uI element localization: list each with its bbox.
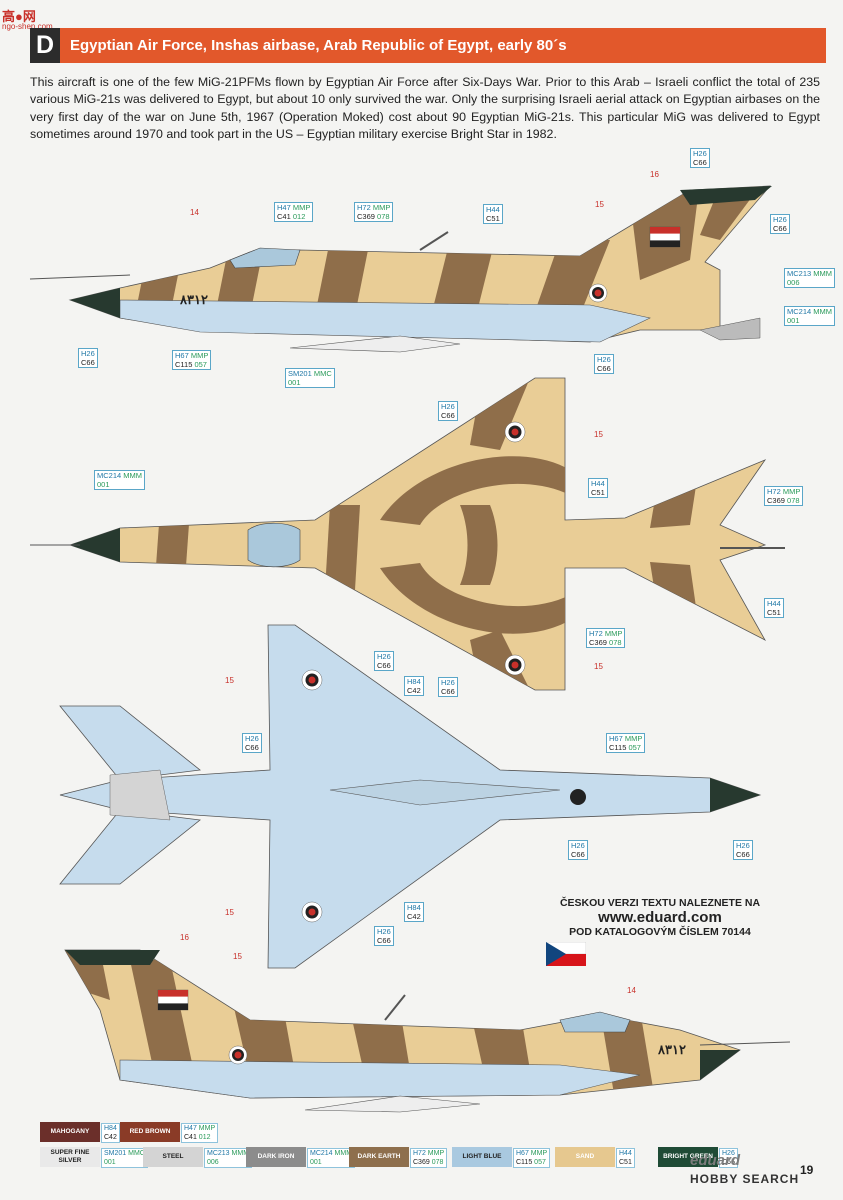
paint-ref-r20: H84 C42 (404, 676, 424, 696)
paint-ref-r7: MC214 MMM 001 (784, 306, 836, 326)
callout-14-top: 14 (190, 208, 199, 217)
legend-ref: SM201 MMC 001 (101, 1148, 148, 1168)
paint-ref-r16: H44 C51 (764, 598, 784, 618)
callout-15-top: 15 (595, 200, 604, 209)
legend-ref: MC213 MMM 006 (204, 1148, 253, 1168)
czech-url[interactable]: www.eduard.com (598, 909, 722, 926)
scheme-header: D Egyptian Air Force, Inshas airbase, Ar… (30, 28, 826, 63)
callout-16-bottom: 16 (180, 933, 189, 942)
legend-swatch: LIGHT BLUE (452, 1147, 512, 1167)
eduard-logo: eduard (690, 1152, 741, 1169)
scheme-title: Egyptian Air Force, Inshas airbase, Arab… (70, 37, 567, 54)
intro-text: This aircraft is one of the few MiG-21PF… (30, 75, 820, 141)
paint-ref-r8: H26 C66 (78, 348, 98, 368)
paint-ref-r23: H26 C66 (568, 840, 588, 860)
paint-ref-r5: H26 C66 (770, 214, 790, 234)
paint-ref-r18: H26 C66 (438, 677, 458, 697)
czech-line-1: ČESKOU VERZI TEXTU NALEZNETE NA (559, 897, 761, 909)
legend-swatch: DARK IRON (246, 1147, 306, 1167)
scheme-letter: D (30, 28, 60, 63)
callout-14-bottom: 14 (627, 986, 636, 995)
legend-swatch: DARK EARTH (349, 1147, 409, 1167)
legend-ref: MC214 MMM 001 (307, 1148, 356, 1168)
legend-swatch: BRIGHT GREEN (658, 1147, 718, 1167)
paint-ref-r12: H26 C66 (438, 401, 458, 421)
czech-note: ČESKOU VERZI TEXTU NALEZNETE NA www.edua… (540, 897, 780, 938)
page-number: 19 (800, 1163, 814, 1177)
side-view-port (29, 185, 772, 353)
paint-ref-r1: H26 C66 (690, 148, 710, 168)
czech-flag-icon (546, 942, 586, 966)
site-url: ngo-shen.com (2, 22, 53, 31)
legend-ref: H44 C51 (616, 1148, 635, 1168)
legend-swatch: STEEL (143, 1147, 203, 1167)
side-view-starboard (64, 949, 791, 1113)
site-logo[interactable]: 高●网 (2, 9, 36, 24)
paint-ref-r25: H84 C42 (404, 902, 424, 922)
top-view (30, 377, 785, 691)
paint-ref-r4: H44 C51 (483, 204, 503, 224)
callout-15-bottom-b: 15 (225, 908, 234, 917)
callout-16-top: 16 (650, 170, 659, 179)
legend-ref: H26 C66 (719, 1148, 738, 1168)
watermark: HOBBY SEARCH (690, 1172, 800, 1186)
legend-swatch: SUPER FINE SILVER (40, 1147, 100, 1167)
callout-15-bottom-a: 15 (225, 676, 234, 685)
legend-swatch: MAHOGANY (40, 1122, 100, 1142)
paint-ref-r11: H26 C66 (594, 354, 614, 374)
paint-ref-r6: MC213 MMM 006 (784, 268, 836, 288)
paint-ref-r13: H44 C51 (588, 478, 608, 498)
callout-15-topview-a: 15 (594, 430, 603, 439)
bottom-view (59, 624, 762, 969)
paint-ref-r21: H26 C66 (242, 733, 262, 753)
paint-ref-r10: SM201 MMC 001 (285, 368, 335, 388)
czech-line-3: POD KATALOGOVÝM ČÍSLEM 70144 (569, 926, 751, 938)
legend-swatch: RED BROWN (120, 1122, 180, 1142)
paint-ref-r26: H26 C66 (374, 926, 394, 946)
legend-swatch: SAND (555, 1147, 615, 1167)
paint-ref-r24: H26 C66 (733, 840, 753, 860)
serial-number-port: ٨٣١٢ (180, 292, 208, 307)
callout-15-bottom-side: 15 (233, 952, 242, 961)
legend-ref: H84 C42 (101, 1123, 120, 1143)
serial-number-starboard: ٨٣١٢ (658, 1042, 686, 1057)
paint-ref-r14: MC214 MMM 001 (94, 470, 146, 490)
paint-ref-r19: H26 C66 (374, 651, 394, 671)
callout-15-topview-b: 15 (594, 662, 603, 671)
